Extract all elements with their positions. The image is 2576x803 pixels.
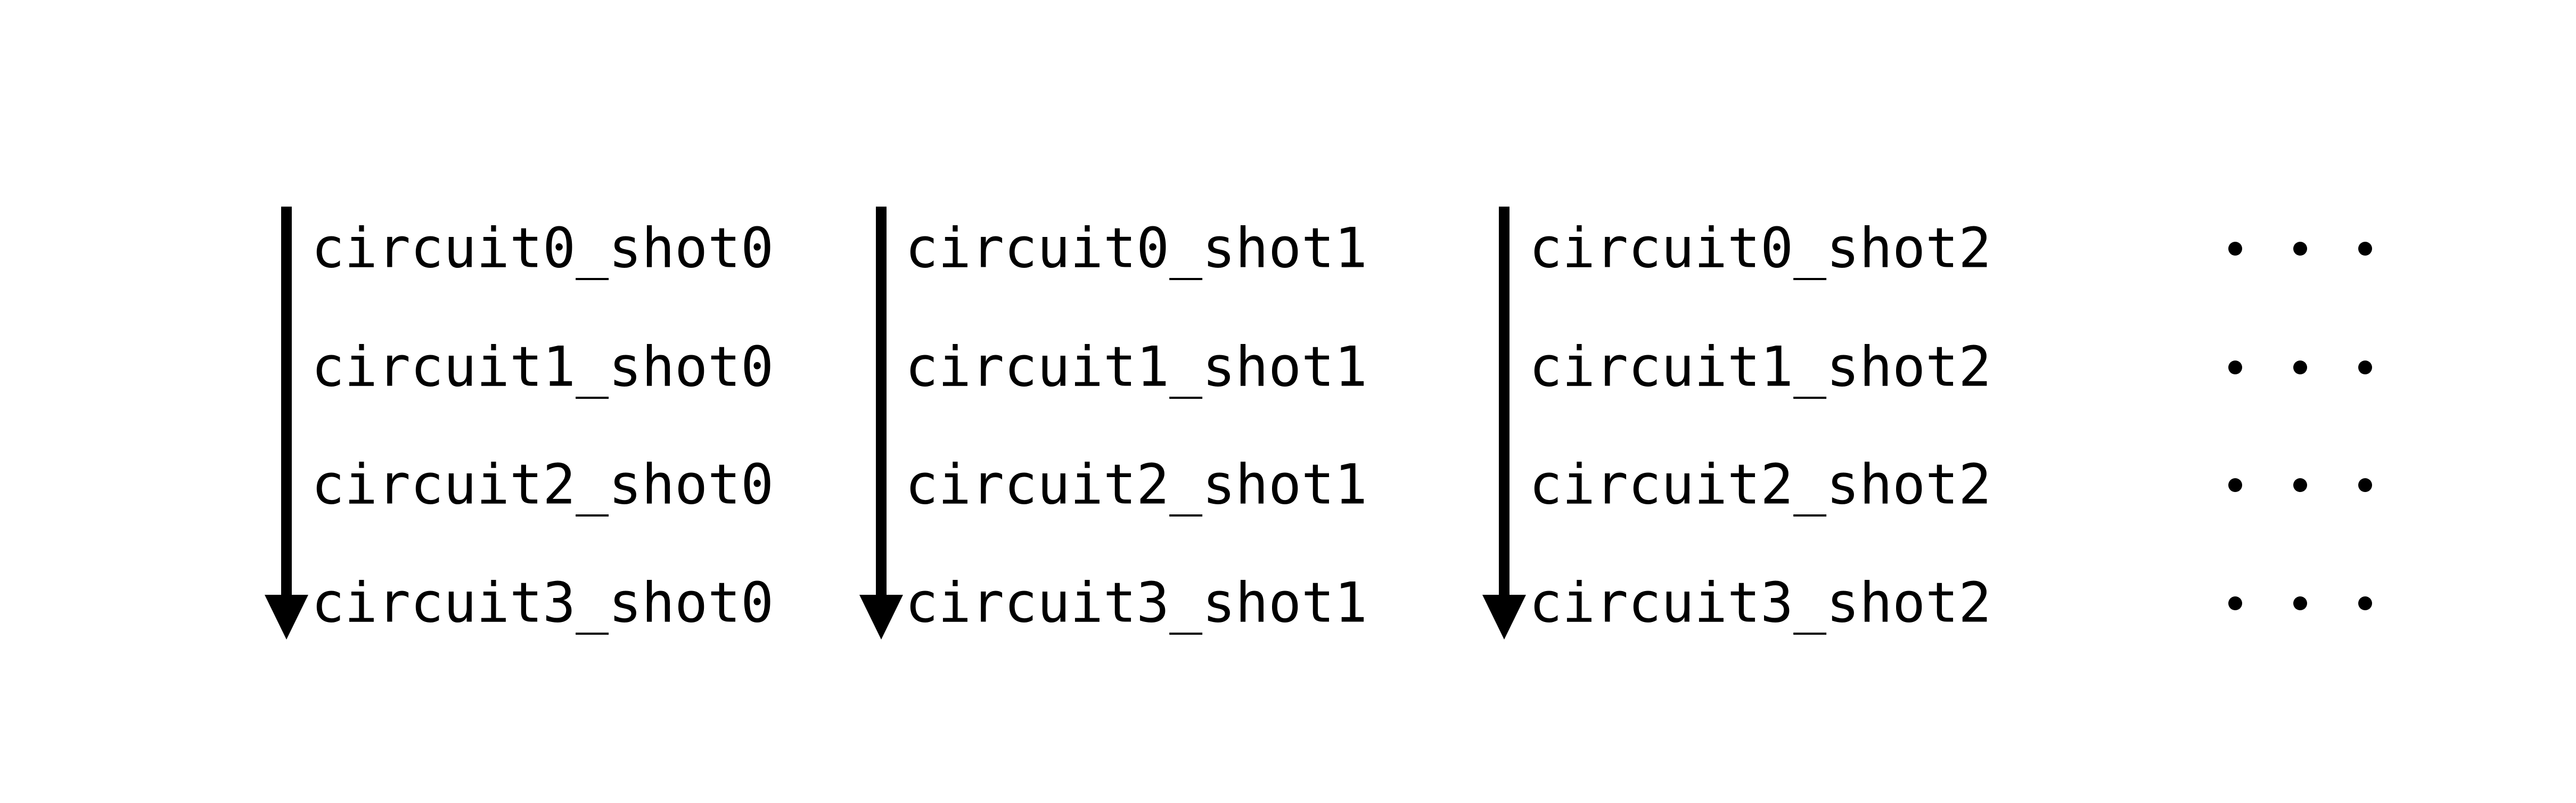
- circuit-shot-label: circuit3_shot1: [905, 571, 1368, 635]
- ellipsis-row: [2228, 478, 2372, 492]
- ellipsis-spacer: [2242, 485, 2293, 486]
- ellipsis-dot: [2358, 596, 2372, 610]
- shot0-arrow: [265, 207, 308, 640]
- ellipsis-spacer: [2242, 367, 2293, 368]
- circuit-shot-label: circuit0_shot2: [1529, 216, 1992, 281]
- arrow-shaft: [876, 207, 887, 596]
- arrow-head: [1482, 595, 1526, 640]
- ellipsis-dot: [2228, 360, 2242, 374]
- ellipsis-dot: [2293, 360, 2307, 374]
- circuit-shot-label: circuit0_shot1: [905, 216, 1368, 281]
- circuit-shot-label: circuit2_shot2: [1529, 453, 1992, 517]
- circuit-shot-label: circuit2_shot0: [311, 453, 774, 517]
- shot2-arrow: [1482, 207, 1526, 640]
- circuit-shot-label: circuit1_shot2: [1529, 335, 1992, 399]
- ellipsis-spacer: [2307, 603, 2358, 604]
- ellipsis-spacer: [2307, 485, 2358, 486]
- ellipsis-dot: [2228, 478, 2242, 492]
- ellipsis-spacer: [2307, 367, 2358, 368]
- circuit-shot-label: circuit1_shot1: [905, 335, 1368, 399]
- circuit-shot-label: circuit2_shot1: [905, 453, 1368, 517]
- ellipsis-dot: [2358, 478, 2372, 492]
- ellipsis-dot: [2228, 596, 2242, 610]
- circuit-shot-label: circuit3_shot2: [1529, 571, 1992, 635]
- circuit-shot-label: circuit3_shot0: [311, 571, 774, 635]
- ellipsis-dot: [2358, 242, 2372, 256]
- ellipsis-dot: [2293, 596, 2307, 610]
- ellipsis-dot: [2293, 242, 2307, 256]
- arrow-shaft: [1499, 207, 1509, 596]
- arrow-shaft: [281, 207, 292, 596]
- shot1-arrow: [859, 207, 903, 640]
- arrow-head: [859, 595, 903, 640]
- arrow-head: [265, 595, 308, 640]
- ellipsis-row: [2228, 242, 2372, 256]
- ellipsis-row: [2228, 596, 2372, 610]
- ellipsis-dot: [2358, 360, 2372, 374]
- ellipsis-spacer: [2242, 603, 2293, 604]
- ellipsis-dot: [2293, 478, 2307, 492]
- circuit-shot-label: circuit1_shot0: [311, 335, 774, 399]
- ellipsis-dot: [2228, 242, 2242, 256]
- circuit-shot-label: circuit0_shot0: [311, 216, 774, 281]
- ellipsis-row: [2228, 360, 2372, 374]
